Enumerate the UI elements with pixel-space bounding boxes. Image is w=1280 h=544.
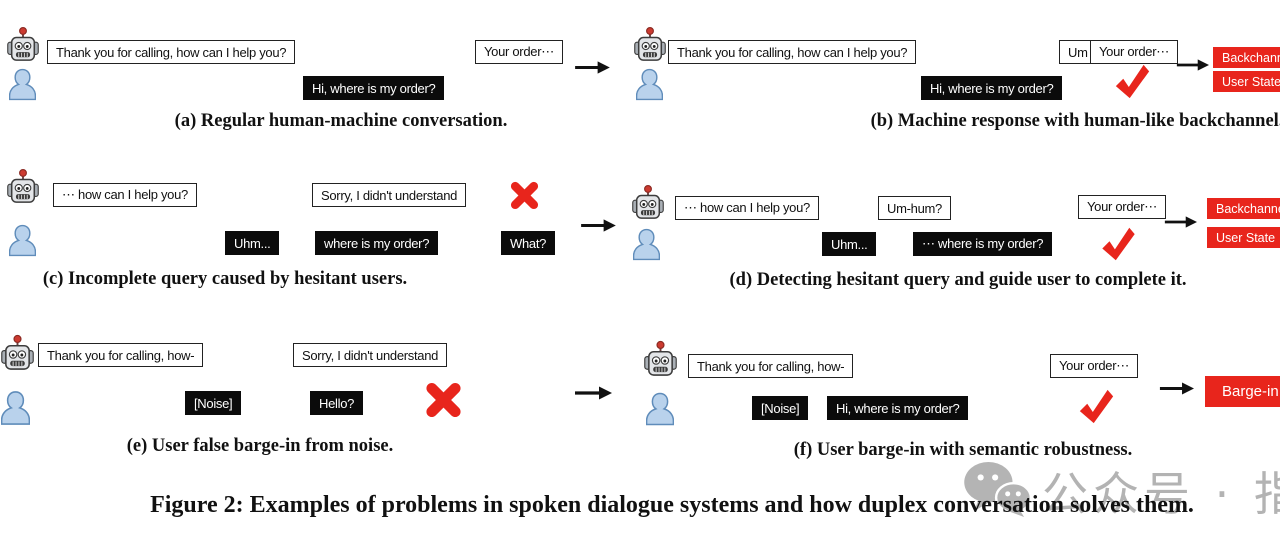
check-icon — [1078, 388, 1115, 425]
panel-f-label-barge-in: Barge-in — [1205, 376, 1280, 407]
panel-e-machine-bubble-1: Thank you for calling, how- — [38, 343, 204, 367]
cross-icon — [424, 380, 463, 420]
panel-f-machine-bubble-1: Thank you for calling, how- — [688, 354, 854, 378]
arrow-icon — [1164, 215, 1197, 229]
panel-b-caption: (b) Machine response with human-like bac… — [870, 111, 1280, 131]
robot-icon — [634, 26, 666, 66]
user-icon — [636, 68, 663, 101]
panel-b-label-user-state: User State — [1213, 71, 1280, 92]
panel-e-user-bubble-2: Hello? — [310, 391, 364, 415]
panel-a-caption: (a) Regular human-machine conversation. — [174, 111, 508, 131]
panel-d-label-user-state: User State — [1207, 227, 1280, 248]
panel-a-machine-bubble-2: Your order⋯ — [475, 40, 563, 64]
arrow-icon — [1159, 381, 1194, 396]
panel-a-machine-bubble-1: Thank you for calling, how can I help yo… — [47, 40, 296, 64]
figure-caption: Figure 2: Examples of problems in spoken… — [150, 492, 1194, 518]
panel-d-machine-bubble-1: ⋯ how can I help you? — [675, 196, 819, 220]
panel-d-machine-bubble-2: Um-hum? — [878, 196, 951, 220]
panel-b-label-backchannel: Backchannel — [1213, 47, 1280, 68]
watermark-text: 公众号 · 指北 — [1042, 467, 1280, 521]
user-icon — [646, 392, 674, 426]
arrow-icon — [580, 218, 616, 233]
panel-a-user-bubble-1: Hi, where is my order? — [303, 76, 445, 100]
panel-d-caption: (d) Detecting hesitant query and guide u… — [729, 270, 1187, 290]
panel-e-user-bubble-1: [Noise] — [185, 391, 242, 415]
user-icon — [9, 68, 36, 101]
panel-b-user-bubble-1: Hi, where is my order? — [921, 76, 1063, 100]
panel-f-caption: (f) User barge-in with semantic robustne… — [793, 440, 1133, 460]
panel-c-user-bubble-3: What? — [501, 231, 556, 255]
panel-c-machine-bubble-1: ⋯ how can I help you? — [53, 183, 197, 207]
robot-icon — [7, 26, 39, 66]
panel-c-user-bubble-1: Uhm... — [225, 231, 280, 255]
robot-icon — [632, 184, 664, 224]
cross-icon — [509, 180, 540, 211]
arrow-icon — [574, 60, 610, 75]
panel-d-user-bubble-2: ⋯ where is my order? — [913, 232, 1053, 256]
robot-icon — [644, 340, 677, 381]
robot-icon — [1, 334, 34, 375]
arrow-icon — [1176, 58, 1209, 72]
robot-icon — [7, 168, 39, 208]
check-icon — [1100, 226, 1137, 262]
panel-e-caption: (e) User false barge-in from noise. — [126, 436, 394, 456]
panel-b-machine-bubble-1: Thank you for calling, how can I help yo… — [668, 40, 917, 64]
panel-f-machine-bubble-2: Your order⋯ — [1050, 354, 1138, 378]
arrow-icon — [574, 385, 612, 401]
user-icon — [633, 228, 660, 261]
panel-d-user-bubble-1: Uhm... — [822, 232, 877, 256]
panel-f-user-bubble-1: [Noise] — [752, 396, 809, 420]
panel-b-machine-bubble-3: Your order⋯ — [1090, 40, 1178, 64]
panel-c-machine-bubble-2: Sorry, I didn't understand — [312, 183, 467, 207]
check-icon — [1114, 62, 1151, 101]
panel-d-machine-bubble-3: Your order⋯ — [1078, 195, 1166, 219]
panel-d-label-backchannel: Backchannel — [1207, 198, 1280, 219]
panel-c-caption: (c) Incomplete query caused by hesitant … — [42, 269, 408, 289]
panel-f-user-bubble-2: Hi, where is my order? — [827, 396, 969, 420]
panel-e-machine-bubble-2: Sorry, I didn't understand — [293, 343, 448, 367]
user-icon — [9, 224, 36, 257]
user-icon — [1, 390, 30, 426]
panel-c-user-bubble-2: where is my order? — [315, 231, 439, 255]
